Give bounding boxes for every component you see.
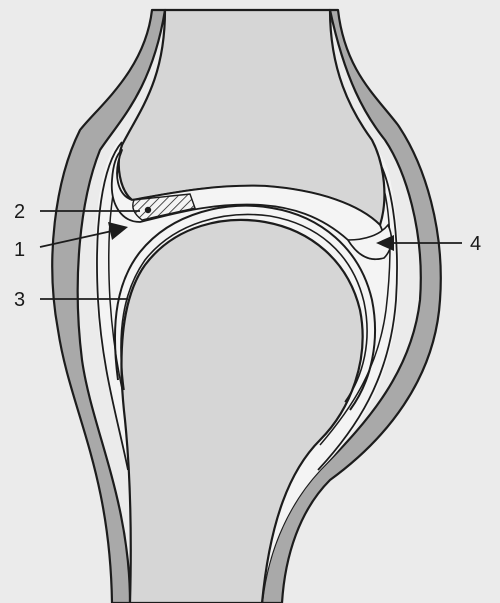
label-2: 2 [14, 201, 25, 223]
hatched-region-dot [145, 207, 151, 213]
label-1: 1 [14, 239, 25, 261]
label-3: 3 [14, 289, 25, 311]
label-4: 4 [470, 233, 481, 255]
